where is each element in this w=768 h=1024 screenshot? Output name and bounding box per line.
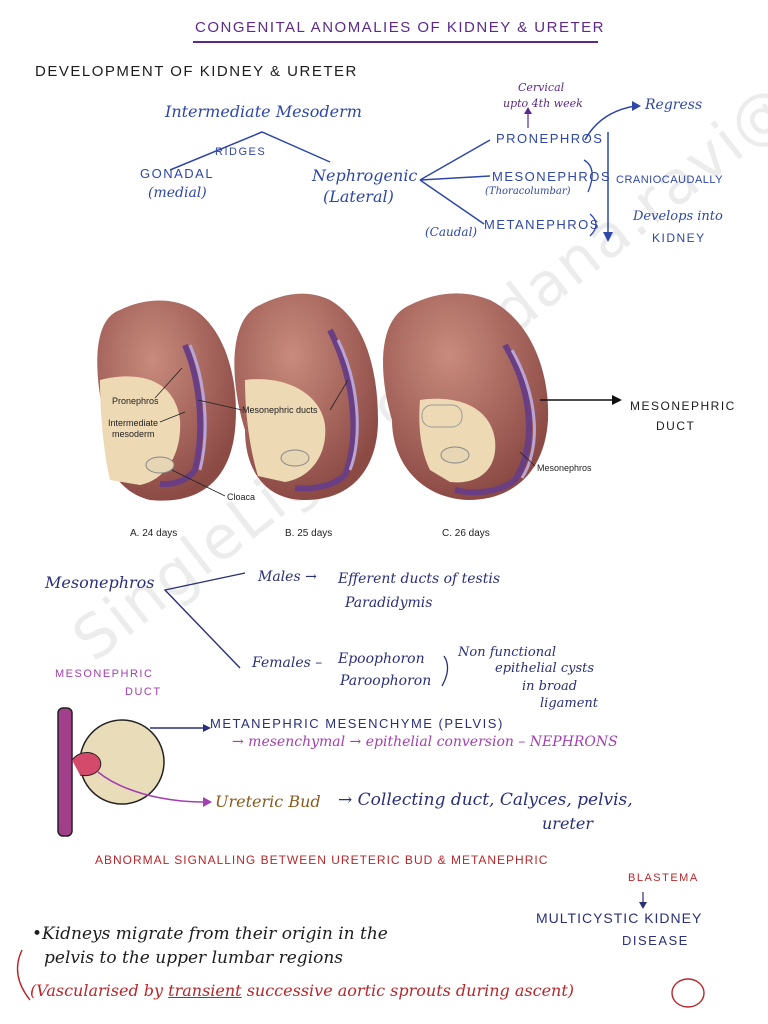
label-mesoderm: mesoderm (112, 429, 155, 439)
vascularised-prefix: (Vascularised by (30, 981, 164, 1000)
leader-duct-b (329, 379, 349, 411)
intermediate-mesoderm: Intermediate Mesoderm (165, 102, 362, 121)
section-heading: Development of kidney & ureter (35, 63, 358, 80)
mesonephric-duct-shape (57, 707, 73, 837)
lateral-label: (Lateral) (323, 187, 394, 206)
meso-bracket (583, 159, 593, 193)
regress-arrow (584, 105, 636, 141)
leader-duct-a (197, 399, 243, 411)
vascularised-text: (Vascularised by transient successive ao… (30, 982, 574, 1000)
paradidymis-label: Paradidymis (345, 595, 433, 611)
leader-mesonephros (519, 451, 536, 467)
ligament-label: ligament (540, 696, 599, 711)
meso-duct-label-2: DUCT (125, 686, 162, 698)
arrowhead-mesenchyme (203, 724, 211, 732)
bracket-bottom (16, 949, 31, 1001)
ridges-label: RIDGES (215, 146, 267, 158)
cervical-arrowhead (524, 107, 532, 114)
blastema-arrowhead (639, 902, 647, 909)
caption-b: B. 25 days (285, 528, 333, 539)
multicystic-label-2: DISEASE (622, 933, 689, 948)
metanephric-mesenchyme-label: METANEPHRIC MESENCHYME (Pelvis) (210, 716, 504, 731)
sex-branch (163, 572, 246, 669)
caption-a: A. 24 days (130, 528, 178, 539)
ureteric-bud-label: Ureteric Bud (215, 792, 321, 811)
label-mesonephric-ducts: Mesonephric ducts (242, 405, 318, 415)
broad-label: in broad (522, 679, 578, 694)
ureter-label: ureter (542, 814, 593, 833)
mesonephros-label: MESONEPHROS (492, 169, 612, 184)
efferent-label: Efferent ducts of testis (338, 571, 501, 587)
metanephros-label: METANEPHROS (484, 217, 600, 232)
abnormal-signalling-label: ABNORMAL SIGNALLING BETWEEN URETERIC BUD… (95, 853, 549, 867)
regress-label: Regress (645, 97, 703, 113)
leader-cloaca (171, 469, 226, 497)
side-arrowhead (612, 395, 622, 405)
nonfunctional-label: Non functional (458, 645, 557, 660)
craniocaudal-arrowhead (603, 232, 613, 242)
vascularised-suffix: successive aortic sprouts during ascent) (246, 981, 575, 1000)
thoracolumbar-label: (Thoracolumbar) (485, 186, 571, 197)
leader-intermediate (159, 411, 186, 423)
pronephros-label: PRONEPHROS (496, 131, 604, 146)
cervical-label: Cervical (518, 81, 565, 94)
nephro-branch-lower (419, 179, 485, 225)
males-label: Males → (258, 569, 317, 585)
label-cloaca: Cloaca (227, 492, 256, 502)
embryo-a (97, 300, 236, 501)
blastema-label: BLASTEMA (628, 872, 699, 884)
kidney-label: KIDNEY (652, 231, 706, 245)
multicystic-label-1: MULTICYSTIC KIDNEY (536, 910, 703, 926)
regress-arrowhead (632, 101, 641, 111)
mesonephros-heading: Mesonephros (45, 573, 155, 592)
epithelial-label: epithelial cysts (495, 661, 595, 676)
medial-label: (medial) (148, 185, 207, 201)
page-title: Congenital anomalies of kidney & ureter (195, 19, 605, 36)
epoophoron-label: Epoophoron (338, 651, 425, 667)
females-label: Females – (252, 655, 323, 671)
side-label-line2: DUCT (656, 419, 696, 433)
nephrogenic-label: Nephrogenic (312, 166, 418, 185)
arrowhead-bud (203, 797, 212, 807)
meso-duct-label-1: MESONEPHRIC (55, 668, 154, 680)
upto-4th-week: upto 4th week (503, 97, 583, 110)
arrow-to-bud (97, 771, 206, 803)
side-label-line1: MESONEPHRIC (630, 399, 736, 413)
caption-c: C. 26 days (442, 528, 490, 539)
conversion-label: → mesenchymal → epithelial conversion – … (232, 734, 618, 750)
collecting-label: → Collecting duct, Calyces, pelvis, (338, 790, 633, 810)
migration-line-2: pelvis to the upper lumbar regions (44, 948, 344, 968)
embryo-c (383, 293, 549, 500)
label-mesonephros: Mesonephros (537, 463, 592, 473)
label-intermediate: Intermediate (108, 418, 159, 428)
develops-into-label: Develops into (633, 209, 723, 224)
leader-pronephros (154, 367, 183, 399)
meta-bracket (589, 213, 597, 237)
gonadal-label: GONADAL (140, 166, 215, 181)
transient-word: transient (168, 981, 242, 1000)
paroophoron-label: Paroophoron (340, 673, 432, 689)
migration-line-1: •Kidneys migrate from their origin in th… (32, 924, 388, 944)
caudal-label: (Caudal) (425, 225, 478, 239)
ridge-branch (169, 131, 331, 171)
ascent-circle (671, 978, 705, 1008)
title-underline (193, 41, 598, 43)
female-brace (441, 655, 449, 687)
embryo-b (234, 293, 378, 500)
label-pronephros: Pronephros (112, 396, 159, 406)
ureteric-bud-shape (71, 752, 102, 777)
craniocaudally-label: CRANIOCAUDALLY (616, 174, 724, 186)
